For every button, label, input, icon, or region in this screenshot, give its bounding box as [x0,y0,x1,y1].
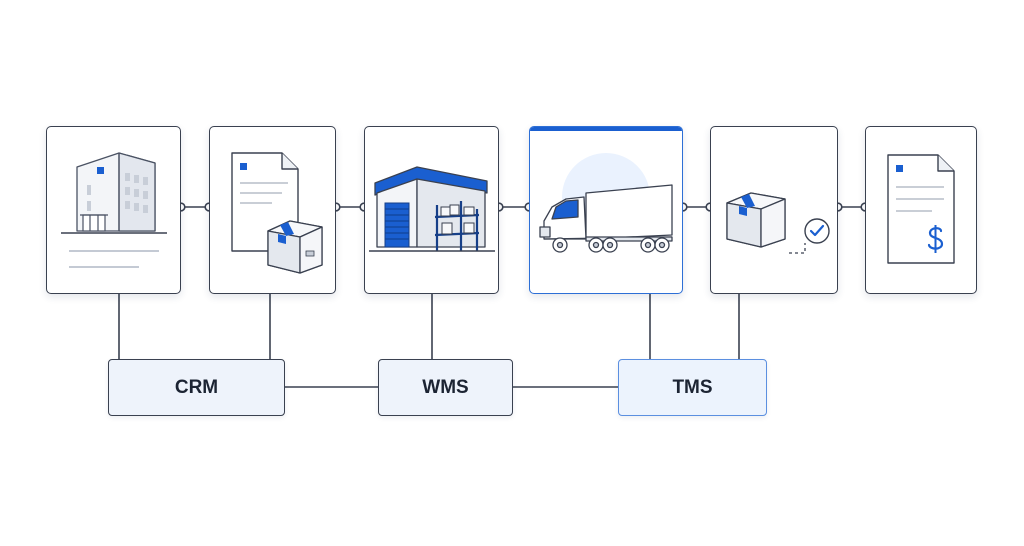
office-building-icon [61,152,167,268]
document-with-box-icon [231,152,323,274]
stage-card-delivery-confirmed [710,126,838,294]
system-box-wms: WMS [378,359,513,416]
stage-card-warehouse [364,126,499,294]
stage-card-customer-facility [46,126,181,294]
box-with-checkmark-icon [726,192,830,254]
invoice-dollar-icon [887,154,955,264]
system-box-crm: CRM [108,359,285,416]
system-box-tms: TMS [618,359,767,416]
stage-card-transport [529,126,683,294]
stage-card-order-documents [209,126,336,294]
highlight-bar [530,127,682,131]
semi-truck-icon [539,184,673,253]
stage-card-invoice [865,126,977,294]
warehouse-with-racks-icon [369,166,495,252]
